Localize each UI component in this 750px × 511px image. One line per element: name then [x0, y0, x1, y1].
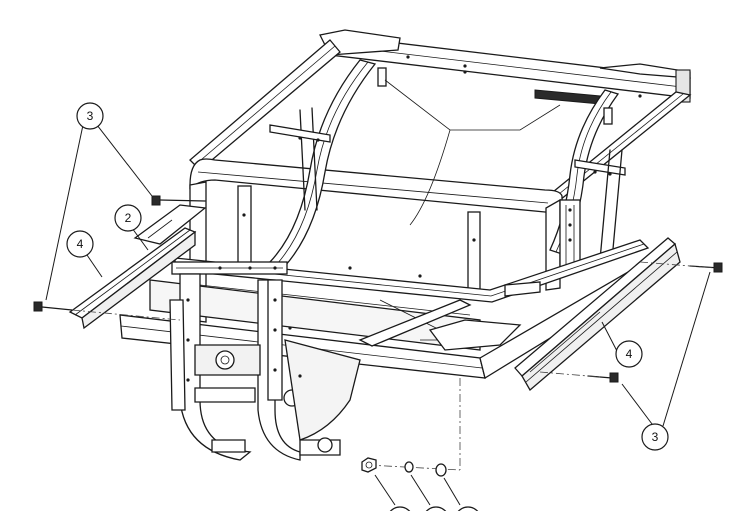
right-step-channel	[514, 237, 681, 392]
front-bracket-assembly	[169, 261, 361, 461]
callout-2: 2	[114, 204, 142, 232]
callout-bottom-c	[457, 506, 479, 511]
left-upper-bolt	[151, 195, 206, 206]
callout-label: 2	[125, 211, 132, 225]
callout-4-right: 4	[615, 340, 643, 368]
callout-label: 3	[652, 430, 659, 444]
leader-lines	[45, 124, 711, 506]
mid-posts	[237, 185, 581, 298]
left-bracket-plate	[133, 204, 207, 245]
callout-bottom-a	[389, 506, 411, 511]
callout-label: 3	[87, 109, 94, 123]
right-lower-bolt	[587, 372, 619, 383]
rear-top-rail	[319, 29, 691, 105]
right-upper-centerline	[639, 261, 716, 269]
seat-panel	[384, 79, 561, 226]
callout-3-upper-left: 3	[76, 102, 104, 130]
vehicle-frame	[119, 29, 692, 461]
right-lower-centerline	[539, 371, 601, 378]
bottom-hardware	[361, 378, 461, 477]
left-lower-bolt	[33, 301, 73, 312]
rivet-holes	[186, 55, 642, 382]
left-step-channel	[68, 227, 197, 330]
callout-4-left: 4	[66, 230, 94, 258]
callout-bottom-b	[425, 506, 447, 511]
left-centerline	[71, 309, 181, 321]
callout-3-lower-right: 3	[641, 423, 669, 451]
rear-struts	[269, 107, 626, 261]
callout-label: 4	[77, 237, 84, 251]
callout-label: 4	[626, 347, 633, 361]
